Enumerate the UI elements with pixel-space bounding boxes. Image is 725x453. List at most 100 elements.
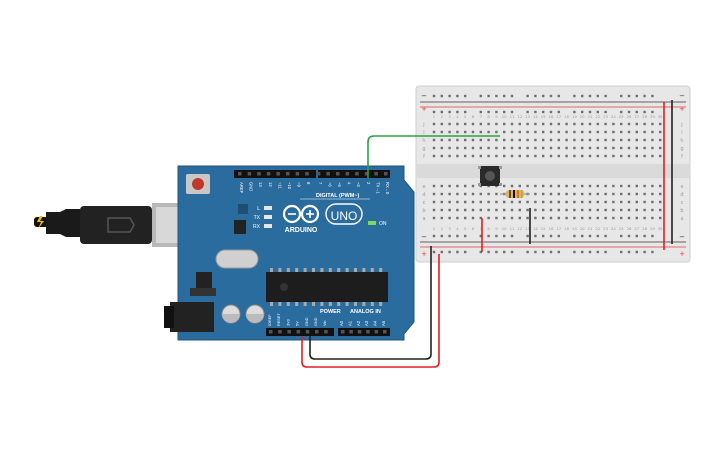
- breadboard-hole[interactable]: [573, 234, 576, 238]
- breadboard-hole[interactable]: [659, 130, 662, 134]
- breadboard-hole[interactable]: [510, 130, 514, 134]
- breadboard-hole[interactable]: [549, 94, 553, 98]
- breadboard-hole[interactable]: [526, 200, 529, 204]
- digital-pin-hole[interactable]: [276, 172, 280, 176]
- breadboard-hole[interactable]: [510, 200, 514, 204]
- digital-pin-hole[interactable]: [316, 172, 321, 176]
- breadboard-hole[interactable]: [573, 192, 576, 196]
- breadboard-hole[interactable]: [565, 200, 568, 204]
- breadboard-hole[interactable]: [432, 154, 436, 158]
- digital-pin-hole[interactable]: [286, 172, 290, 176]
- breadboard-hole[interactable]: [503, 200, 506, 204]
- breadboard-hole[interactable]: [581, 154, 584, 158]
- breadboard-hole[interactable]: [487, 216, 490, 220]
- breadboard-hole[interactable]: [510, 250, 514, 254]
- breadboard-hole[interactable]: [643, 138, 646, 142]
- breadboard-hole[interactable]: [620, 184, 623, 188]
- power-pin-hole[interactable]: [305, 330, 310, 334]
- breadboard-hole[interactable]: [526, 208, 529, 212]
- wire-black-gnd[interactable]: [309, 246, 432, 360]
- breadboard-hole[interactable]: [479, 94, 482, 98]
- breadboard-hole[interactable]: [557, 138, 560, 142]
- breadboard-hole[interactable]: [651, 130, 654, 134]
- breadboard-hole[interactable]: [635, 250, 638, 254]
- breadboard-hole[interactable]: [627, 110, 631, 114]
- breadboard-hole[interactable]: [581, 146, 584, 150]
- breadboard-hole[interactable]: [542, 94, 545, 98]
- breadboard-hole[interactable]: [596, 154, 599, 158]
- breadboard-hole[interactable]: [432, 94, 436, 98]
- breadboard-hole[interactable]: [534, 184, 537, 188]
- digital-pin-hole[interactable]: [336, 172, 340, 176]
- analog-header[interactable]: [338, 328, 390, 336]
- breadboard-hole[interactable]: [573, 216, 576, 220]
- breadboard-hole[interactable]: [448, 234, 451, 238]
- breadboard-hole[interactable]: [471, 138, 475, 142]
- breadboard-hole[interactable]: [612, 122, 615, 126]
- breadboard-hole[interactable]: [464, 192, 467, 196]
- breadboard-hole[interactable]: [643, 184, 646, 188]
- breadboard-hole[interactable]: [503, 208, 506, 212]
- breadboard-hole[interactable]: [581, 110, 584, 114]
- breadboard-hole[interactable]: [635, 146, 638, 150]
- pushbutton[interactable]: [478, 166, 502, 186]
- breadboard-hole[interactable]: [565, 138, 568, 142]
- breadboard-hole[interactable]: [510, 184, 514, 188]
- breadboard-hole[interactable]: [557, 146, 560, 150]
- breadboard-hole[interactable]: [542, 192, 545, 196]
- wire-green[interactable]: [367, 135, 500, 178]
- breadboard-hole[interactable]: [565, 208, 568, 212]
- breadboard-hole[interactable]: [581, 130, 584, 134]
- breadboard-hole[interactable]: [627, 208, 631, 212]
- breadboard-hole[interactable]: [534, 110, 537, 114]
- breadboard-hole[interactable]: [471, 200, 475, 204]
- breadboard-hole[interactable]: [620, 250, 623, 254]
- breadboard-hole[interactable]: [440, 200, 443, 204]
- breadboard-hole[interactable]: [581, 234, 584, 238]
- breadboard-hole[interactable]: [596, 110, 599, 114]
- breadboard-hole[interactable]: [534, 130, 537, 134]
- breadboard-hole[interactable]: [526, 154, 529, 158]
- breadboard-hole[interactable]: [518, 130, 521, 134]
- breadboard-hole[interactable]: [448, 130, 451, 134]
- breadboard-hole[interactable]: [643, 216, 646, 220]
- breadboard-hole[interactable]: [643, 146, 646, 150]
- digital-pin-hole[interactable]: [345, 172, 350, 176]
- breadboard-hole[interactable]: [596, 94, 599, 98]
- breadboard-hole[interactable]: [651, 184, 654, 188]
- breadboard-hole[interactable]: [534, 94, 537, 98]
- breadboard-hole[interactable]: [581, 250, 584, 254]
- breadboard-hole[interactable]: [635, 200, 638, 204]
- breadboard-hole[interactable]: [526, 234, 529, 238]
- digital-pin-hole[interactable]: [238, 172, 242, 176]
- breadboard-hole[interactable]: [542, 130, 545, 134]
- breadboard-hole[interactable]: [651, 208, 654, 212]
- breadboard-hole[interactable]: [495, 234, 498, 238]
- breadboard-hole[interactable]: [495, 138, 498, 142]
- breadboard-hole[interactable]: [573, 200, 576, 204]
- breadboard-hole[interactable]: [526, 94, 529, 98]
- breadboard-hole[interactable]: [479, 122, 482, 126]
- breadboard-hole[interactable]: [464, 234, 467, 238]
- breadboard-hole[interactable]: [581, 184, 584, 188]
- breadboard-hole[interactable]: [464, 208, 467, 212]
- breadboard-hole[interactable]: [659, 192, 662, 196]
- breadboard-hole[interactable]: [479, 138, 482, 142]
- breadboard-hole[interactable]: [651, 110, 654, 114]
- breadboard-hole[interactable]: [456, 94, 459, 98]
- breadboard-hole[interactable]: [604, 154, 607, 158]
- breadboard-hole[interactable]: [604, 122, 607, 126]
- breadboard-hole[interactable]: [464, 94, 467, 98]
- breadboard-hole[interactable]: [440, 122, 443, 126]
- breadboard-hole[interactable]: [534, 208, 537, 212]
- breadboard-hole[interactable]: [659, 216, 662, 220]
- breadboard-hole[interactable]: [456, 110, 459, 114]
- breadboard-hole[interactable]: [448, 138, 451, 142]
- breadboard-hole[interactable]: [448, 110, 451, 114]
- breadboard-hole[interactable]: [627, 216, 631, 220]
- breadboard-hole[interactable]: [534, 200, 537, 204]
- breadboard-hole[interactable]: [635, 208, 638, 212]
- breadboard-hole[interactable]: [495, 192, 498, 196]
- breadboard-hole[interactable]: [464, 130, 467, 134]
